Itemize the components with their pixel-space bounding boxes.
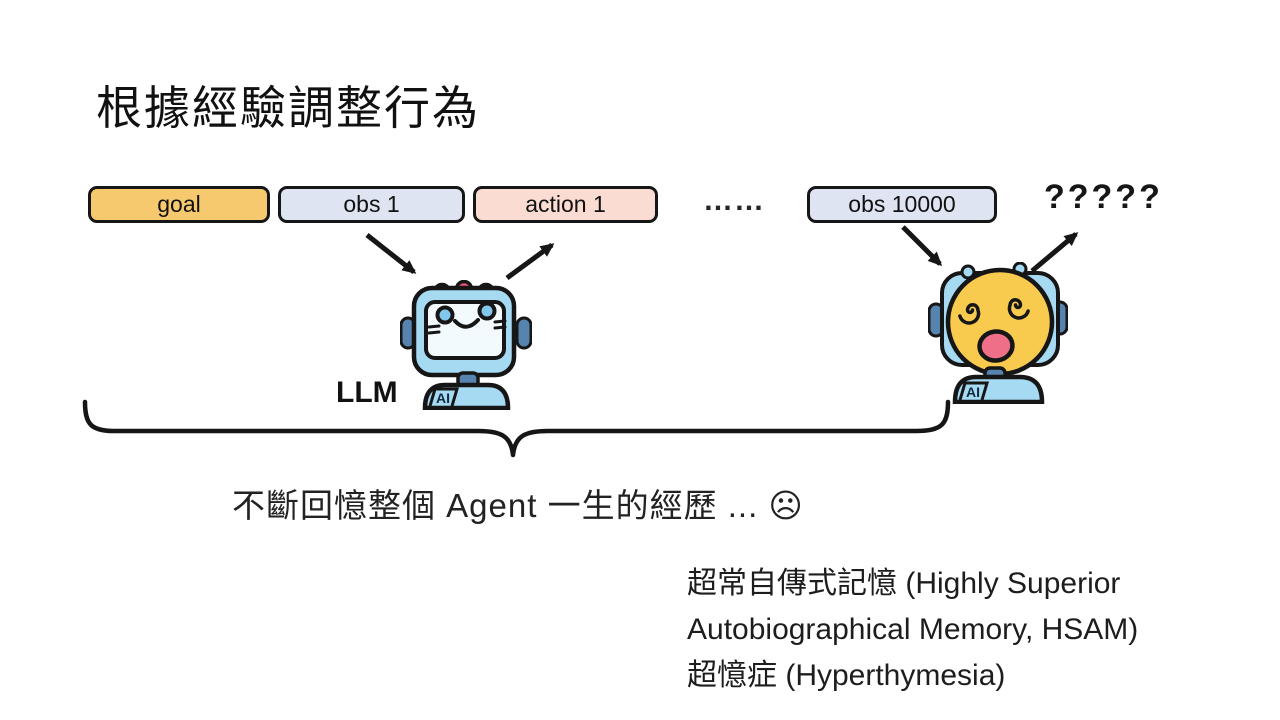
hyperthymesia-note: 超憶症 (Hyperthymesia) xyxy=(687,659,1006,692)
robot-eye xyxy=(477,301,497,321)
hsam-note-line1: 超常自傳式記憶 (Highly Superior xyxy=(687,567,1121,600)
arrow-obs1-to-llm-icon xyxy=(365,233,417,274)
spiral-eye xyxy=(1007,298,1030,320)
spiral-eye xyxy=(958,303,981,325)
robot-chest-badge: AI xyxy=(436,390,450,406)
obs-10000-box: obs 10000 xyxy=(807,186,997,223)
brace-icon xyxy=(82,399,951,458)
hsam-note-line2: Autobiographical Memory, HSAM) xyxy=(687,613,1139,646)
action-1-box: action 1 xyxy=(473,186,658,223)
arrow-agent-to-unknown-icon xyxy=(1030,232,1079,273)
obs-1-box: obs 1 xyxy=(278,186,465,223)
robot-smile xyxy=(453,318,480,329)
memory-notes: 超常自傳式記憶 (Highly Superior Autobiographica… xyxy=(687,561,1247,699)
robot-chest-badge: AI xyxy=(966,384,980,400)
llm-label: LLM xyxy=(336,376,398,409)
arrow-obs10000-to-agent-icon xyxy=(901,225,943,267)
goal-box: goal xyxy=(88,186,270,223)
sequence-ellipsis: …… xyxy=(703,184,765,217)
robot-eye xyxy=(435,305,455,325)
llm-robot-icon: AI xyxy=(400,280,532,410)
slide-title: 根據經驗調整行為 xyxy=(96,82,480,134)
brace-caption: 不斷回憶整個 Agent 一生的經歷 ... ☹ xyxy=(232,487,804,524)
future-unknown-label: ????? xyxy=(1044,178,1163,216)
overwhelmed-robot-icon: AI xyxy=(928,262,1068,404)
open-mouth xyxy=(977,329,1015,363)
arrow-llm-to-action1-icon xyxy=(505,242,555,281)
